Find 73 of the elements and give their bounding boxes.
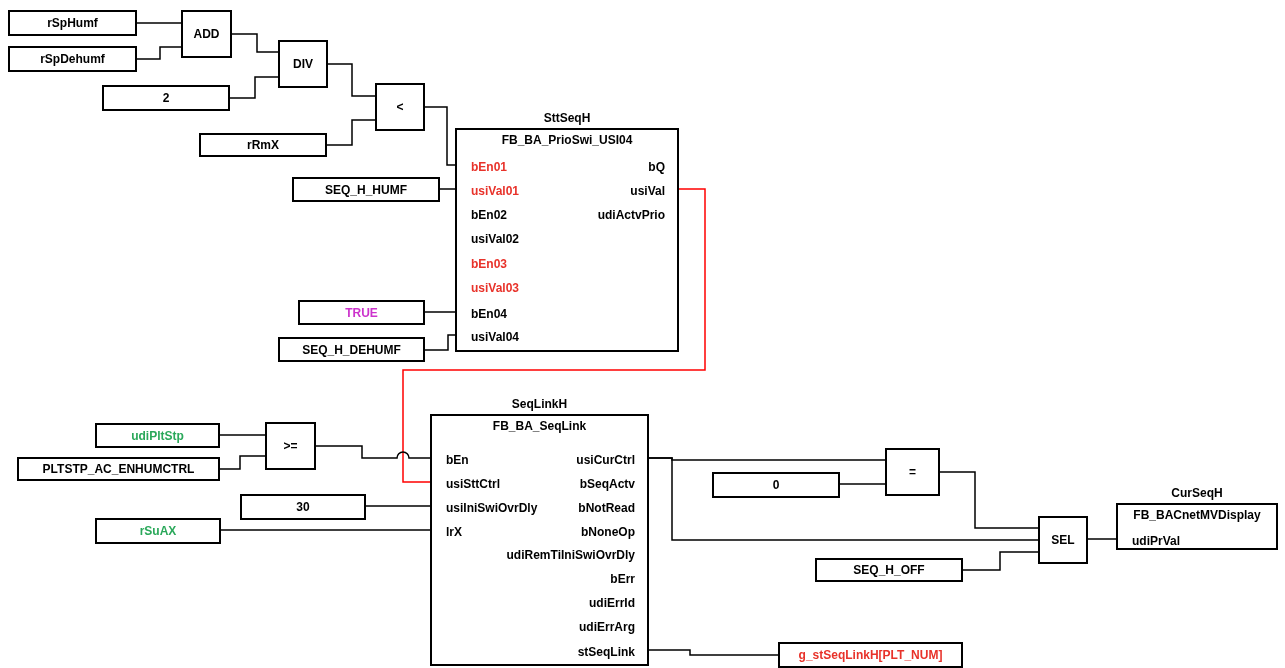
variable-box: rSpHumf bbox=[8, 10, 137, 36]
block-instance-name: SttSeqH bbox=[542, 110, 592, 127]
operator-block: = bbox=[885, 448, 940, 496]
input-pin-label: bEn03 bbox=[457, 254, 507, 274]
connector-line bbox=[962, 551, 1039, 571]
output-pin-label: bQ bbox=[648, 157, 677, 177]
input-pin-label: usiSttCtrl bbox=[432, 474, 500, 494]
block-type-name: FB_BACnetMVDisplay bbox=[1132, 507, 1262, 524]
output-pin-label: udiErrArg bbox=[579, 617, 647, 637]
output-pin-label: bErr bbox=[610, 569, 647, 589]
input-pin-label: usiIniSwiOvrDly bbox=[432, 498, 538, 518]
operator-block: SEL bbox=[1038, 516, 1088, 564]
input-pin-label: usiVal03 bbox=[457, 278, 520, 298]
connector-line bbox=[939, 471, 1039, 529]
output-pin-label: usiVal bbox=[630, 181, 677, 201]
connector-line bbox=[648, 457, 1039, 541]
connector-line bbox=[365, 505, 431, 507]
operator-block: >= bbox=[265, 422, 316, 470]
connector-line bbox=[1087, 538, 1117, 540]
output-pin-label: bSeqActv bbox=[579, 474, 647, 494]
variable-box: SEQ_H_OFF bbox=[815, 558, 963, 582]
output-pin-label: usiCurCtrl bbox=[576, 450, 647, 470]
variable-box: SEQ_H_DEHUMF bbox=[278, 337, 425, 362]
connector-line bbox=[231, 33, 279, 53]
connector-line bbox=[839, 483, 886, 485]
block-type-name: FB_BA_SeqLink bbox=[491, 418, 588, 435]
variable-box: rRmX bbox=[199, 133, 327, 157]
output-pin-label: bNotRead bbox=[578, 498, 647, 518]
input-pin-label: bEn01 bbox=[457, 157, 507, 177]
output-pin-label: udiErrId bbox=[589, 593, 647, 613]
connector-line bbox=[220, 529, 431, 531]
connector-line bbox=[229, 76, 279, 99]
input-pin-label: bEn bbox=[432, 450, 469, 470]
variable-box: TRUE bbox=[298, 300, 425, 325]
variable-box: PLTSTP_AC_ENHUMCTRL bbox=[17, 457, 220, 481]
connector-line bbox=[326, 119, 376, 146]
connector-line bbox=[402, 188, 706, 483]
connector-line bbox=[424, 334, 456, 351]
connector-line bbox=[439, 188, 456, 190]
variable-box: 2 bbox=[102, 85, 230, 111]
connector-line bbox=[136, 22, 182, 24]
connector-line bbox=[219, 455, 266, 470]
operator-block: ADD bbox=[181, 10, 232, 58]
variable-box: SEQ_H_HUMF bbox=[292, 177, 440, 202]
variable-box: udiPltStp bbox=[95, 423, 220, 448]
input-pin-label: usiVal01 bbox=[457, 181, 520, 201]
output-pin-label: udiRemTiIniSwiOvrDly bbox=[506, 545, 647, 565]
connector-line bbox=[648, 649, 779, 656]
variable-box: 30 bbox=[240, 494, 366, 520]
connector-line bbox=[327, 63, 376, 97]
connector-line bbox=[136, 46, 182, 60]
operator-block: < bbox=[375, 83, 425, 131]
connector-line bbox=[424, 311, 456, 313]
block-instance-name: SeqLinkH bbox=[510, 396, 569, 413]
input-pin-label: udiPrVal bbox=[1118, 531, 1181, 551]
input-pin-label: bEn02 bbox=[457, 205, 507, 225]
block-instance-name: CurSeqH bbox=[1170, 485, 1224, 502]
connector-line bbox=[219, 434, 266, 436]
input-pin-label: lrX bbox=[432, 522, 462, 542]
input-pin-label: usiVal04 bbox=[457, 327, 520, 347]
operator-block: DIV bbox=[278, 40, 328, 88]
connector-line bbox=[315, 445, 431, 459]
variable-box: g_stSeqLinkH[PLT_NUM] bbox=[778, 642, 963, 668]
output-pin-label: stSeqLink bbox=[577, 642, 647, 662]
input-pin-label: bEn04 bbox=[457, 304, 507, 324]
variable-box: rSpDehumf bbox=[8, 46, 137, 72]
variable-box: rSuAX bbox=[95, 518, 221, 544]
block-type-name: FB_BA_PrioSwi_USI04 bbox=[500, 132, 634, 149]
output-pin-label: bNoneOp bbox=[581, 522, 647, 542]
output-pin-label: udiActvPrio bbox=[597, 205, 677, 225]
connector-line bbox=[424, 106, 456, 166]
variable-box: 0 bbox=[712, 472, 840, 498]
input-pin-label: usiVal02 bbox=[457, 229, 520, 249]
